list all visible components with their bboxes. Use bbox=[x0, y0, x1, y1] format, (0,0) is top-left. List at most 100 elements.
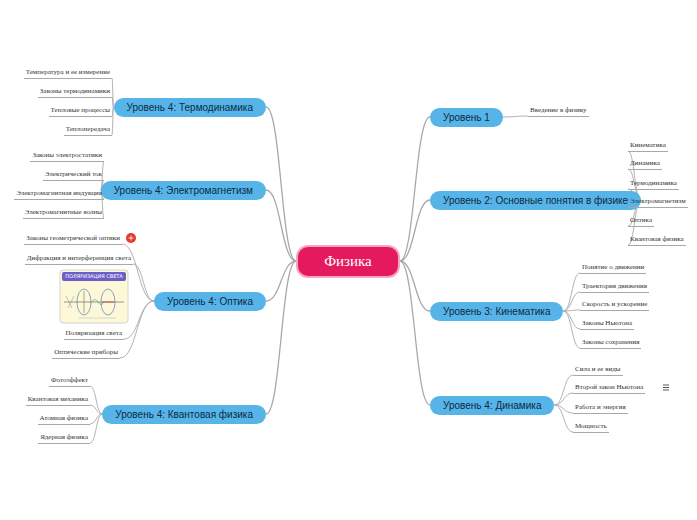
topic-text: Динамика bbox=[630, 159, 660, 167]
topic-text: Электрический ток bbox=[45, 170, 102, 178]
branch-line bbox=[563, 311, 580, 348]
leaf-topic: Законы термодинамики bbox=[38, 87, 112, 98]
topic-text: Мощность bbox=[575, 422, 607, 430]
topic-text: Ядерная физика bbox=[40, 433, 88, 441]
topic-text: Дифракция и интерференция света bbox=[27, 254, 131, 262]
branch-line bbox=[90, 405, 102, 414]
topic-text: Электромагнитные волны bbox=[25, 208, 102, 216]
leaf-topic: Траектория движения bbox=[580, 282, 649, 293]
leaf-topic: Поляризация света bbox=[64, 329, 125, 340]
topic-text: Сила и ее виды bbox=[575, 365, 621, 373]
picture-title: ПОЛЯРИЗАЦИЯ СВЕТА bbox=[62, 272, 126, 281]
topic-text: Траектория движения bbox=[582, 282, 647, 290]
branch-line bbox=[563, 292, 580, 311]
leaf-topic: Понятие о движении bbox=[580, 263, 646, 274]
topic-text: Электромагнетизм bbox=[630, 197, 686, 205]
topic-text: Законы термодинамики bbox=[40, 87, 110, 95]
topic-text: Уровень 4: Динамика bbox=[443, 400, 541, 411]
branch-topic: Уровень 4: Квантовая физика bbox=[102, 405, 266, 424]
leaf-topic: Динамика bbox=[628, 159, 662, 170]
leaf-topic: Второй закон Ньютона bbox=[573, 383, 645, 394]
branch-line bbox=[112, 78, 114, 107]
leaf-topic: Электрический ток bbox=[43, 170, 104, 181]
leaf-topic: Оптические приборы bbox=[52, 348, 120, 359]
topic-text: Оптические приборы bbox=[54, 348, 118, 356]
leaf-topic: Оптика bbox=[628, 216, 654, 227]
topic-text: Законы электростатики bbox=[32, 151, 102, 159]
topic-text: Уровень 3: Кинематика bbox=[443, 306, 550, 317]
leaf-topic: Введение в физику bbox=[528, 106, 589, 117]
topic-text: Законы геометрической оптики bbox=[26, 234, 120, 242]
branch-line bbox=[112, 107, 114, 135]
topic-text: Уровень 1 bbox=[443, 112, 490, 123]
branch-line bbox=[266, 190, 296, 261]
branch-topic: Уровень 4: Электромагнетизм bbox=[101, 181, 266, 200]
leaf-topic: Скорость и ускорение bbox=[580, 300, 649, 311]
leaf-topic: Атомная физика bbox=[38, 414, 91, 425]
topic-text: Уровень 4: Термодинамика bbox=[127, 102, 253, 113]
leaf-topic: Квантовая механика bbox=[26, 395, 90, 406]
leaf-topic: Теплопередача bbox=[64, 125, 112, 136]
leaf-topic: Тепловые процессы bbox=[49, 106, 112, 117]
topic-text: Скорость и ускорение bbox=[582, 300, 647, 308]
topic-text: Тепловые процессы bbox=[51, 106, 110, 114]
leaf-topic: Дифракция и интерференция света bbox=[25, 254, 133, 265]
topic-text: Физика bbox=[324, 253, 372, 269]
branch-line bbox=[554, 393, 573, 405]
topic-text: Уровень 4: Квантовая физика bbox=[115, 409, 253, 420]
topic-text: Оптика bbox=[630, 216, 652, 224]
branch-topic: Уровень 2: Основные понятия в физике bbox=[430, 191, 641, 210]
topic-text: Введение в физику bbox=[530, 106, 587, 114]
topic-text: Температура и ее измерение bbox=[26, 68, 110, 76]
leaf-topic: Квантовая физика bbox=[628, 235, 686, 246]
topic-text: Квантовая физика bbox=[630, 235, 684, 243]
topic-text: Атомная физика bbox=[40, 414, 89, 422]
branch-line bbox=[400, 200, 430, 261]
topic-text: Кинематика bbox=[630, 141, 666, 149]
leaf-topic: Фотоэффект bbox=[49, 376, 90, 387]
leaf-topic: Электромагнетизм bbox=[628, 197, 688, 208]
topic-text: Фотоэффект bbox=[51, 376, 88, 384]
topic-text: Второй закон Ньютона bbox=[575, 383, 643, 391]
leaf-topic: Мощность bbox=[573, 422, 609, 433]
topic-text: Термодинамика bbox=[630, 179, 677, 187]
branch-topic: Уровень 1 bbox=[430, 108, 503, 127]
branch-line bbox=[503, 116, 528, 117]
topic-text: Уровень 4: Оптика bbox=[167, 296, 253, 307]
topic-text: Уровень 4: Электромагнетизм bbox=[114, 185, 253, 196]
note-icon bbox=[663, 385, 669, 390]
branch-line bbox=[554, 375, 573, 405]
leaf-topic: Ядерная физика bbox=[38, 433, 90, 444]
leaf-topic: Законы Ньютона bbox=[580, 319, 634, 330]
branch-line bbox=[563, 310, 580, 311]
leaf-topic: Законы геометрической оптики bbox=[24, 234, 122, 245]
branch-line bbox=[133, 264, 154, 301]
branch-line bbox=[563, 311, 580, 329]
picture-title-text: ПОЛЯРИЗАЦИЯ СВЕТА bbox=[65, 273, 123, 279]
topic-text: Понятие о движении bbox=[582, 263, 644, 271]
branch-line bbox=[90, 386, 102, 414]
topic-text: Работа и энергия bbox=[575, 403, 626, 411]
leaf-topic: Работа и энергия bbox=[573, 403, 628, 414]
branch-line bbox=[554, 405, 573, 432]
branch-topic: Уровень 4: Оптика bbox=[154, 292, 266, 311]
branch-line bbox=[400, 261, 430, 405]
leaf-topic: Законы сохранения bbox=[580, 338, 641, 349]
branch-topic: Уровень 4: Динамика bbox=[430, 396, 554, 415]
branch-line bbox=[266, 261, 296, 414]
branch-line bbox=[400, 261, 430, 311]
topic-text: Законы Ньютона bbox=[582, 319, 632, 327]
leaf-topic: Электромагнитная индукция bbox=[14, 189, 104, 200]
root-topic: Физика bbox=[296, 245, 400, 278]
topic-text: Электромагнитная индукция bbox=[16, 189, 102, 197]
leaf-topic: Законы электростатики bbox=[30, 151, 104, 162]
branch-line bbox=[400, 117, 430, 261]
topic-text: Теплопередача bbox=[66, 125, 110, 133]
topic-text: Уровень 2: Основные понятия в физике bbox=[443, 195, 628, 206]
polarization-picture bbox=[60, 270, 128, 323]
branch-line bbox=[266, 107, 296, 261]
branch-line bbox=[90, 414, 102, 443]
leaf-topic: Электромагнитные волны bbox=[23, 208, 104, 219]
branch-line bbox=[563, 273, 580, 311]
